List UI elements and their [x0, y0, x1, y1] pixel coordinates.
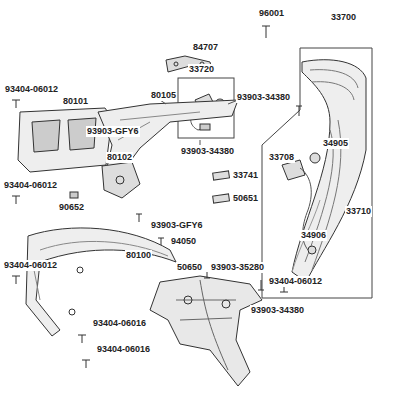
callout-number: 33720: [188, 64, 215, 75]
callout-number: 94050: [170, 236, 197, 247]
callout-number: 93903-GFY6: [86, 126, 140, 137]
callout-number: 33700: [330, 12, 357, 23]
callout-number: 93404-06012: [3, 180, 58, 191]
callout-number: 80105: [150, 90, 177, 101]
callout-number: 93404-06012: [4, 84, 59, 95]
callout-number: 93903-34380: [236, 92, 291, 103]
callout-number: 80100: [125, 250, 152, 261]
callout-number: 93903-34380: [180, 146, 235, 157]
callout-number: 90652: [58, 202, 85, 213]
callout-number: 50650: [176, 262, 203, 273]
callout-number: 93404-06016: [92, 318, 147, 329]
callout-number: 96001: [258, 8, 285, 19]
callout-number: 33710: [345, 206, 372, 217]
callout-number: 93404-06016: [96, 344, 151, 355]
callout-number: 84707: [192, 42, 219, 53]
callout-number: 93903-34380: [250, 305, 305, 316]
callout-number: 93903-GFY6: [150, 220, 204, 231]
callout-number: 80102: [106, 152, 133, 163]
callout-number: 93404-06012: [3, 260, 58, 271]
callout-number: 33708: [268, 152, 295, 163]
callout-number: 80101: [62, 96, 89, 107]
callout-number: 34906: [300, 230, 327, 241]
callout-number: 93404-06012: [268, 276, 323, 287]
callout-number: 50651: [232, 193, 259, 204]
callout-number: 33741: [232, 170, 259, 181]
callout-number: 93903-35280: [210, 262, 265, 273]
callout-number: 34905: [322, 138, 349, 149]
